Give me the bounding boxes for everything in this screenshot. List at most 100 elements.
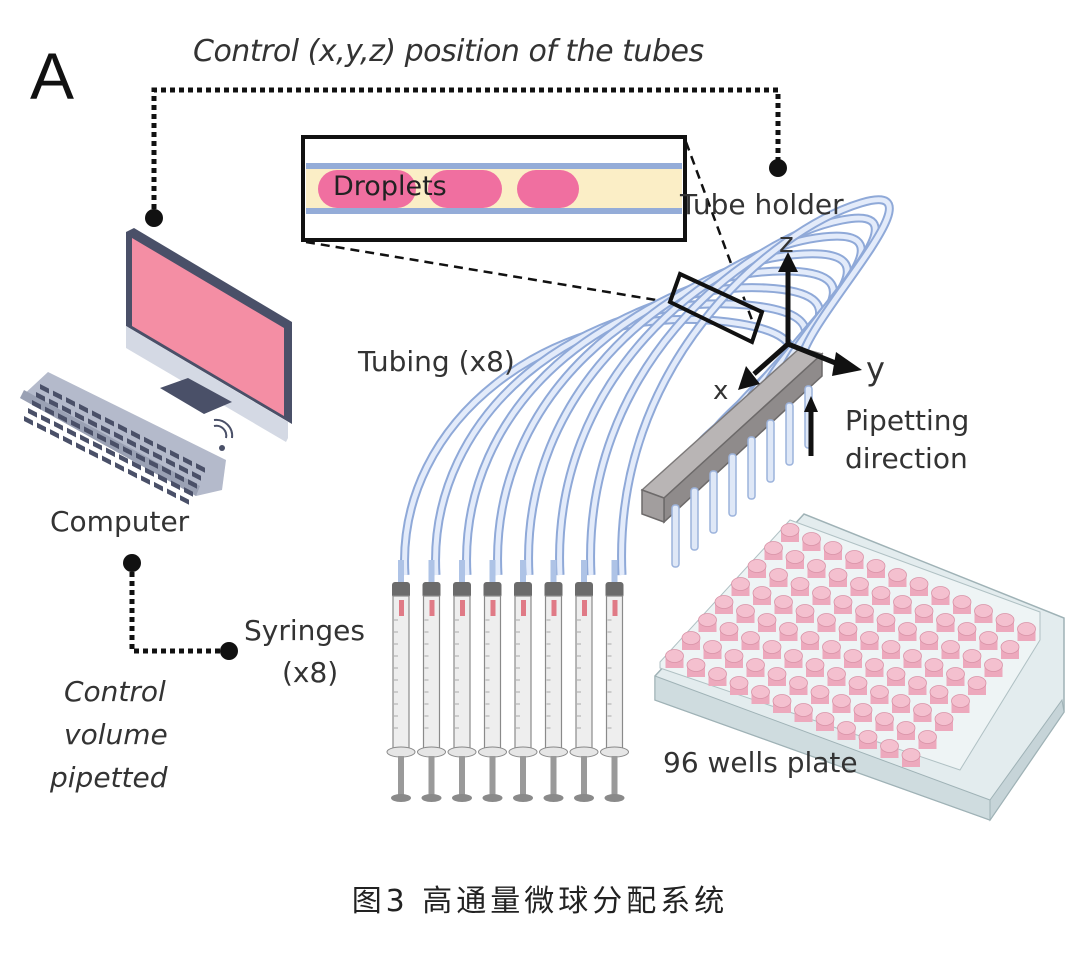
well — [848, 676, 868, 690]
well — [802, 532, 821, 546]
well — [785, 550, 805, 564]
keyboard-key — [162, 465, 171, 476]
syringe-plunger — [459, 756, 465, 796]
well — [708, 667, 727, 681]
keyboard-key — [89, 448, 98, 459]
syringe-flange — [569, 746, 599, 758]
keyboard-key — [140, 444, 149, 455]
syringe-fill — [490, 600, 496, 616]
well — [853, 703, 873, 717]
well — [794, 703, 813, 717]
syringe-fill — [551, 600, 557, 616]
keyboard-key — [157, 443, 166, 453]
axis-y-label: y — [866, 350, 885, 388]
well — [681, 631, 701, 645]
syringe-plunger-head — [604, 794, 625, 802]
well — [979, 631, 998, 645]
keyboard-key — [53, 390, 62, 401]
well — [784, 649, 803, 663]
syringe-barrel — [453, 595, 471, 751]
syringe-barrel — [422, 595, 441, 751]
syringe-plunger — [398, 756, 404, 796]
keyboard-key — [79, 403, 88, 414]
keyboard-key — [92, 410, 101, 420]
well — [865, 658, 884, 672]
well — [769, 568, 788, 582]
connector-dot-tube-holder — [769, 159, 787, 177]
well — [875, 712, 894, 726]
keyboard-key — [123, 446, 132, 456]
keyboard-key — [106, 447, 115, 458]
well — [767, 667, 787, 681]
keyboard-key — [49, 398, 58, 409]
well — [762, 640, 782, 654]
keyboard-key — [183, 456, 192, 467]
well — [931, 586, 950, 600]
well — [946, 667, 965, 681]
syringe-fill — [612, 600, 618, 616]
well — [805, 658, 825, 672]
keyboard-key — [62, 405, 71, 415]
well — [1017, 622, 1036, 636]
control-volume-label-line1: Control — [64, 675, 166, 708]
syringe-fill — [429, 600, 435, 616]
pipetting-direction-arrow — [804, 396, 818, 456]
well — [731, 577, 750, 591]
syringe-plunger — [489, 756, 496, 796]
well — [886, 667, 906, 681]
syringe-flange — [539, 746, 568, 758]
syringe-plunger — [520, 756, 526, 796]
well — [1000, 640, 1020, 654]
keyboard-key — [158, 473, 167, 484]
well — [807, 559, 826, 573]
syringe-plunger — [581, 756, 587, 796]
syringe-plunger-head — [513, 794, 533, 802]
syringe-barrel — [575, 595, 593, 751]
keyboard-key — [102, 455, 111, 466]
well — [764, 541, 783, 555]
keyboard-key — [97, 432, 106, 443]
pipetting-label-line1: Pipetting — [845, 404, 970, 437]
well — [951, 694, 970, 708]
well — [893, 595, 912, 609]
xyz-axes — [738, 252, 862, 390]
keyboard-key — [131, 430, 140, 440]
well — [952, 595, 972, 609]
well — [908, 676, 927, 690]
keyboard-key — [66, 397, 75, 407]
well — [995, 613, 1015, 627]
keyboard-key — [166, 457, 175, 468]
keyboard-key — [40, 383, 49, 394]
syringe-plunger-head — [421, 794, 442, 802]
droplet — [318, 170, 416, 208]
well — [779, 622, 798, 636]
syringe-barrel — [392, 595, 410, 751]
position-control-connector — [151, 87, 781, 218]
keyboard-key — [145, 467, 154, 477]
well — [780, 523, 800, 537]
tube-holder — [640, 347, 824, 524]
well — [858, 730, 878, 744]
position-control-label: Control (x,y,z) position of the tubes — [193, 34, 704, 69]
well — [823, 541, 843, 555]
control-volume-label-line3: pipetted — [50, 761, 168, 794]
syringe-tube — [459, 560, 465, 582]
well — [929, 685, 949, 699]
keyboard-key — [179, 464, 188, 475]
well — [812, 586, 831, 600]
computer-label: Computer — [50, 505, 190, 538]
well — [855, 604, 874, 618]
droplet — [517, 170, 579, 208]
well — [795, 604, 815, 618]
well — [934, 712, 954, 726]
keyboard-key — [63, 435, 72, 446]
well — [827, 667, 846, 681]
syringe-fill — [521, 600, 526, 616]
keyboard-key — [132, 460, 141, 471]
figure-caption: 图3 高通量微球分配系统 — [351, 884, 729, 919]
keyboard-key — [119, 454, 128, 464]
keyboard-key — [153, 451, 162, 461]
keyboard-key — [127, 438, 136, 448]
well — [888, 568, 907, 582]
computer-illustration — [20, 228, 292, 505]
